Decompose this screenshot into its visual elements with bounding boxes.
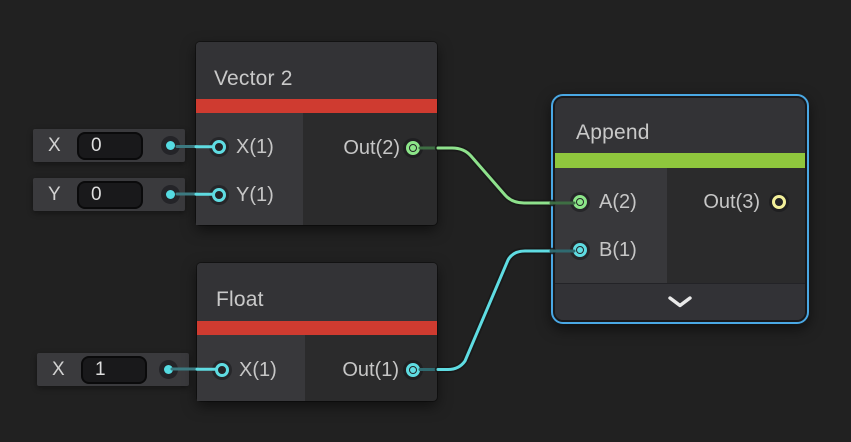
inline-value-label: X <box>48 135 61 156</box>
node-input-panel <box>555 168 667 283</box>
edge-shadow <box>434 247 557 373</box>
port-connected-dot <box>577 199 583 205</box>
node-append[interactable]: Append A(2) B(1) Out(3) <box>551 94 809 324</box>
node-vector2[interactable]: Vector 2 X(1) Y(1) Out(2) <box>196 42 437 225</box>
port-dot-icon <box>166 141 175 150</box>
edge-shadow <box>434 144 557 207</box>
port-connected-dot <box>410 145 416 151</box>
port-output-out1[interactable] <box>406 363 420 377</box>
port-label: Out(3) <box>703 191 760 213</box>
port-dot-icon <box>166 190 175 199</box>
edge-float-to-append[interactable] <box>436 249 555 371</box>
port-label: X(1) <box>239 359 277 381</box>
port-label: X(1) <box>236 136 274 158</box>
inline-port-connector[interactable] <box>161 136 180 155</box>
inline-value-widget-y0: Y <box>33 178 185 211</box>
inline-value-widget-x0: X <box>33 129 185 162</box>
node-header[interactable]: Vector 2 <box>196 42 437 99</box>
port-label: Out(2) <box>343 137 400 159</box>
node-body: Append A(2) B(1) Out(3) <box>555 98 805 320</box>
node-float[interactable]: Float X(1) Out(1) <box>197 263 437 401</box>
chevron-down-icon <box>668 296 692 308</box>
node-input-panel <box>196 113 303 225</box>
inline-value-input[interactable] <box>77 132 143 160</box>
node-header[interactable]: Append <box>555 98 805 153</box>
expand-node-button[interactable] <box>660 289 700 315</box>
port-connected-dot <box>577 247 583 253</box>
inline-value-input[interactable] <box>77 181 143 209</box>
node-accent-bar <box>197 321 437 335</box>
port-label: Out(1) <box>342 359 399 381</box>
port-connected-dot <box>410 367 416 373</box>
node-header[interactable]: Float <box>197 263 437 321</box>
port-dot-icon <box>164 365 173 374</box>
inline-value-label: Y <box>48 184 61 205</box>
port-label: A(2) <box>599 191 637 213</box>
inline-value-label: X <box>52 359 65 380</box>
inline-port-connector[interactable] <box>161 185 180 204</box>
node-footer <box>555 283 805 320</box>
port-output-out2[interactable] <box>406 141 420 155</box>
port-output-out3[interactable] <box>772 195 786 209</box>
node-accent-bar <box>555 153 805 168</box>
port-label: B(1) <box>599 239 637 261</box>
node-title: Vector 2 <box>214 67 293 90</box>
inline-value-input[interactable] <box>81 356 147 384</box>
node-title: Float <box>216 288 264 311</box>
inline-value-widget-x1: X <box>37 353 189 386</box>
node-title: Append <box>576 121 650 144</box>
inline-port-connector[interactable] <box>159 360 178 379</box>
port-label: Y(1) <box>236 184 274 206</box>
edge-vector2-to-append[interactable] <box>436 146 555 205</box>
node-accent-bar <box>196 99 437 113</box>
